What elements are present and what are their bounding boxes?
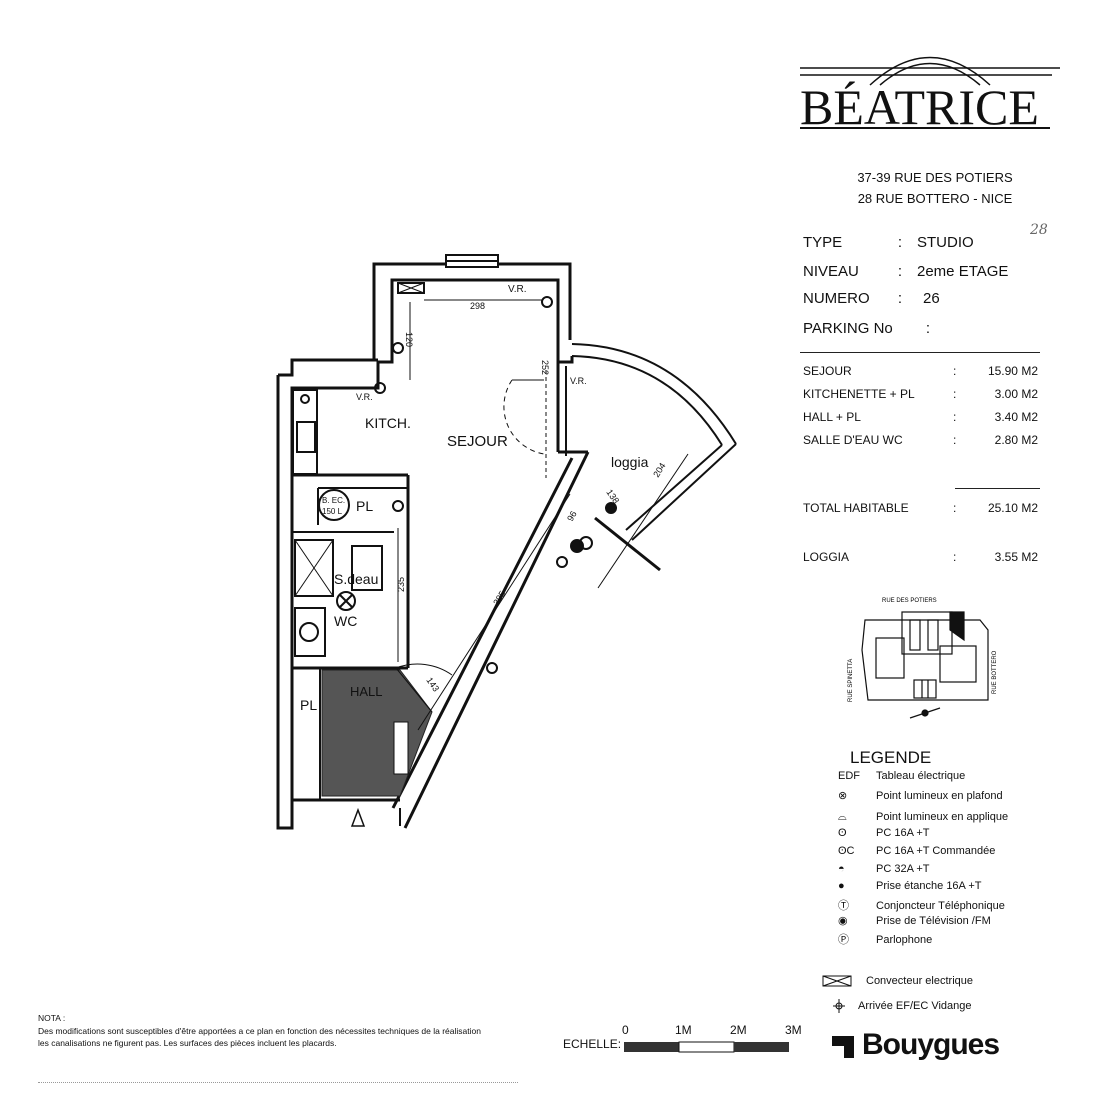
address-line-2: 28 RUE BOTTERO - NICE — [857, 191, 1013, 206]
dim-138-label: 138 — [604, 487, 621, 505]
scale-bar — [624, 1041, 789, 1053]
dim-235-label: 235 — [396, 577, 406, 592]
label-pl1: PL — [356, 498, 373, 514]
street-top: RUE DES POTIERS — [882, 598, 937, 604]
handwritten-note: 28 — [1030, 222, 1048, 238]
info-niveau: NIVEAU:2eme ETAGE — [803, 263, 1009, 280]
scale-mark: 0 — [622, 1023, 629, 1037]
boiler-tank — [318, 489, 350, 521]
washbasin — [294, 607, 326, 657]
washbasin-bowl — [299, 622, 319, 642]
dim-96-label: 96 — [565, 509, 579, 523]
nota-title: NOTA : — [38, 1013, 66, 1023]
loggia-arc-outer — [571, 343, 737, 445]
socket-icon — [556, 556, 568, 568]
bouygues-logo-icon — [832, 1036, 854, 1058]
socket-icon — [392, 500, 404, 512]
scale-mark: 2M — [730, 1023, 747, 1037]
loggia-arc-inner — [571, 355, 723, 446]
legend-item: ⊗Point lumineux en plafond — [838, 790, 1003, 802]
legend-item: ⌓Point lumineux en applique — [838, 811, 1009, 823]
socket-icon — [541, 296, 553, 308]
label-vr-top: V.R. — [508, 284, 527, 295]
entry-arrow-icon — [350, 807, 366, 827]
nota-line-2: les canalisations ne figurent pas. Les s… — [38, 1038, 337, 1048]
dim-204 — [597, 453, 689, 589]
dim-143-label: 143 — [424, 675, 441, 693]
phone-socket-icon — [579, 536, 593, 550]
legend-item: ◉Prise de Télévision /FM — [838, 915, 991, 927]
shower — [294, 539, 334, 597]
info-type: TYPE:STUDIO — [803, 234, 974, 251]
divider — [800, 352, 1040, 353]
socket-icon — [486, 662, 498, 674]
info-parking: PARKING No: — [803, 320, 931, 337]
floor-plan: KITCH. SEJOUR loggia S.deau WC PL PL B. … — [276, 254, 737, 830]
light-point-wc — [336, 591, 356, 611]
edf-panel — [393, 721, 409, 775]
diagonal-wall-inner — [391, 457, 574, 809]
dim-298-label: 298 — [470, 301, 485, 311]
legend-title: LEGENDE — [850, 748, 932, 767]
label-vr-right: V.R. — [570, 376, 587, 386]
kitchen-sink — [296, 421, 316, 453]
bottom-dotted-line — [38, 1082, 518, 1083]
waterproof-socket-icon — [605, 502, 617, 514]
scale-mark: 3M — [785, 1023, 802, 1037]
kitchen-burner — [300, 394, 310, 404]
brand-name: BÉATRICE — [800, 79, 1039, 135]
nota-line-1: Des modifications sont susceptibles d'êt… — [38, 1026, 481, 1036]
brand-logo — [800, 56, 1060, 129]
convector-icon — [822, 975, 852, 987]
company-name: Bouygues — [862, 1028, 1000, 1061]
label-boiler: B. EC. — [322, 496, 345, 505]
label-vr-kitchen: V.R. — [356, 392, 373, 402]
legend-item-water: Arrivée EF/EC Vidange — [832, 998, 972, 1014]
street-right: RUE BOTTERO — [992, 650, 998, 694]
total-rule — [955, 488, 1040, 489]
loggia-rail-outer — [631, 443, 737, 541]
address-line-1: 37-39 RUE DES POTIERS — [857, 170, 1013, 185]
door-arc-hall — [395, 663, 453, 676]
site-plan: RUE DES POTIERS RUE SPINETTA RUE BOTTERO — [848, 598, 998, 719]
legend-item: ◓PC 32A +T — [838, 863, 930, 875]
info-numero: NUMERO:26 — [803, 290, 940, 307]
socket-icon — [392, 342, 404, 354]
kitchen-counter — [292, 389, 318, 475]
dim-204-label: 204 — [651, 461, 667, 479]
dim-395 — [417, 493, 571, 731]
label-loggia: loggia — [611, 454, 649, 470]
label-wc: WC — [334, 613, 357, 629]
label-pl2: PL — [300, 697, 317, 713]
label-boiler-vol: 150 L — [322, 507, 343, 516]
socket-icon — [374, 382, 386, 394]
label-hall: HALL — [350, 684, 383, 699]
diagonal-wall-outer — [403, 451, 590, 829]
legend-item: ●Prise étanche 16A +T — [838, 880, 982, 892]
door-arc-loggia — [503, 379, 545, 455]
loggia-rail — [625, 444, 723, 531]
street-left: RUE SPINETTA — [848, 659, 854, 702]
wc-bowl — [351, 545, 383, 591]
label-kitch: KITCH. — [365, 415, 411, 431]
scale-label: ECHELLE: — [563, 1037, 622, 1051]
water-supply-icon — [833, 999, 845, 1013]
label-sdeau: S.deau — [334, 571, 378, 587]
dim-120-label: 120 — [404, 332, 414, 347]
outer-wall-left-top — [278, 358, 378, 377]
convector-top — [397, 282, 425, 294]
outer-wall — [276, 278, 574, 830]
scale-mark: 1M — [675, 1023, 692, 1037]
legend-item-convector: Convecteur electrique — [822, 975, 973, 987]
label-sejour: SEJOUR — [447, 433, 508, 450]
dim-252-label: 252 — [540, 360, 550, 375]
